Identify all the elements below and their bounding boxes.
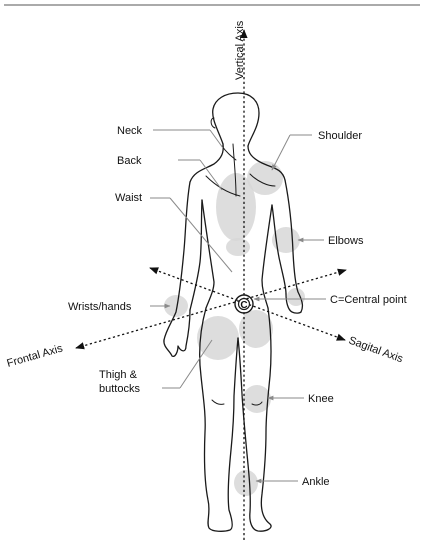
knee-crease-left (212, 400, 224, 404)
torso-left-outline (202, 200, 214, 308)
central-point-letter: C (240, 300, 247, 311)
shoulder-leader (272, 135, 290, 170)
elbows-label: Elbows (328, 235, 364, 247)
wrists-hands-label: Wrists/hands (68, 301, 132, 313)
thigh-buttocks-label-line1: Thigh & (99, 369, 138, 381)
ankle-label: Ankle (302, 476, 330, 488)
left-arm-inner-outline (190, 200, 202, 310)
shoulder-label: Shoulder (318, 130, 362, 142)
back-leader-diagonal (200, 160, 222, 190)
thigh-leader-diagonal (180, 340, 212, 388)
back-label: Back (117, 155, 142, 167)
highlight-regions (164, 161, 305, 496)
central-point-marker: C (235, 295, 253, 313)
waist-highlight (226, 238, 250, 256)
central-point-label: C=Central point (330, 294, 407, 306)
ankle-highlight (234, 470, 258, 496)
thigh-buttocks-label-line2: buttocks (99, 383, 140, 395)
neck-label: Neck (117, 125, 143, 137)
sagital-axis-label: Sagital Axis (347, 335, 405, 366)
knee-label: Knee (308, 393, 334, 405)
axes (76, 30, 346, 540)
waist-label: Waist (115, 192, 142, 204)
vertical-axis-label: Vertical Axis (234, 20, 246, 80)
axis-labels: Vertical Axis Frontal Axis Sagital Axis (6, 20, 405, 370)
head-outline (213, 93, 259, 146)
frontal-axis-label: Frontal Axis (6, 342, 65, 370)
